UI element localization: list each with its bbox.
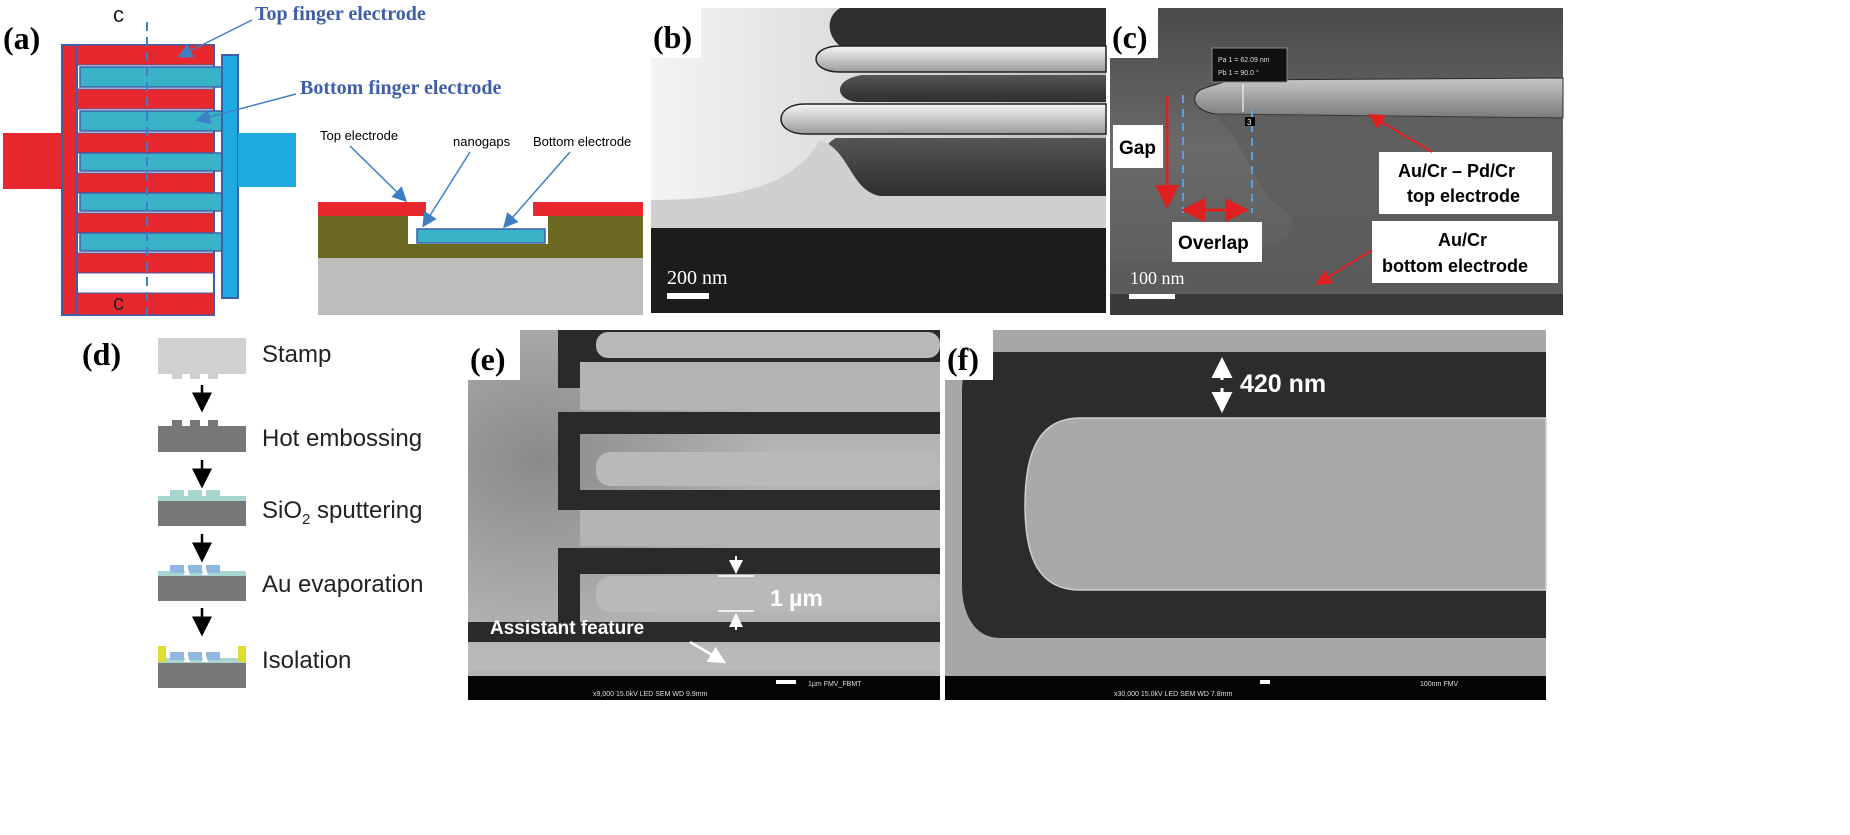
bottom-finger-label: Bottom finger electrode <box>300 77 502 99</box>
xs-nanogaps-label: nanogaps <box>453 134 511 149</box>
step-icon-evaporation <box>158 565 246 601</box>
top-finger-arrow <box>177 19 253 58</box>
panel-e-dimension: 1 µm <box>770 585 823 611</box>
panel-d-label: (d) <box>82 336 121 372</box>
step-label-sputtering: SiO2 sputtering <box>262 497 422 528</box>
panel-c: Pa 1 = 62.09 nm Pb 1 = 90.0 ° 3 Gap Over… <box>1110 8 1564 315</box>
panel-d: (d) <box>82 336 423 688</box>
panel-c-scale-bar <box>1129 294 1175 299</box>
meas-marker: 3 <box>1247 118 1252 127</box>
bottom-electrode-label-1: Au/Cr <box>1438 230 1487 250</box>
finger-end <box>1024 417 1547 591</box>
overlap-label: Overlap <box>1178 233 1249 254</box>
meas-line-1: Pa 1 = 62.09 nm <box>1218 57 1270 64</box>
xs-bottom-electrode-label: Bottom electrode <box>533 134 631 149</box>
panel-f-info-left: x30,000 15.0kV LED SEM WD 7.8mm <box>1114 691 1232 698</box>
panel-b: (b) 200 nm <box>651 8 1107 313</box>
cut-label-bottom: c <box>113 290 124 315</box>
panel-e-info-left: x9,000 15.0kV LED SEM WD 9.9mm <box>593 691 708 698</box>
panel-a: c c (a) Top finger electrode Bottom fing… <box>3 2 643 318</box>
gap-label: Gap <box>1119 138 1156 159</box>
cross-section: Top electrode nanogaps Bottom electrode <box>318 128 643 315</box>
step-icon-isolation <box>158 646 246 688</box>
step-icon-embossing <box>158 420 246 452</box>
panel-b-label: (b) <box>653 19 692 55</box>
panel-b-scale-bar <box>667 293 709 299</box>
cut-label-top: c <box>113 2 124 27</box>
panel-f-label: (f) <box>947 341 979 377</box>
top-fingers <box>76 44 215 316</box>
panel-f-dimension: 420 nm <box>1240 370 1326 398</box>
finger-lower <box>780 103 1107 135</box>
top-electrode-label-1: Au/Cr – Pd/Cr <box>1398 161 1515 181</box>
step-label-embossing: Hot embossing <box>262 425 422 452</box>
panel-e: 1µm FMV_FBMT x9,000 15.0kV LED SEM WD 9.… <box>468 330 940 700</box>
step-icon-stamp <box>158 338 246 379</box>
step-label-stamp: Stamp <box>262 341 331 368</box>
bottom-electrode-bus <box>221 54 239 299</box>
finger-upper <box>815 45 1107 73</box>
panel-e-label: (e) <box>470 341 506 377</box>
panel-f-info-right: 100nm FMV <box>1420 681 1458 688</box>
panel-c-label: (c) <box>1112 19 1148 55</box>
panel-c-scale-label: 100 nm <box>1130 268 1185 288</box>
bottom-electrode-pad <box>238 133 296 187</box>
meas-line-2: Pb 1 = 90.0 ° <box>1218 69 1259 77</box>
step-label-isolation: Isolation <box>262 647 351 674</box>
bottom-finger-arrow <box>195 93 297 125</box>
panel-e-info-right: 1µm FMV_FBMT <box>808 681 862 688</box>
xs-top-electrode-label: Top electrode <box>320 128 398 143</box>
bottom-electrode-label-2: bottom electrode <box>1382 256 1528 276</box>
top-electrode-label-2: top electrode <box>1407 186 1520 206</box>
top-finger-label: Top finger electrode <box>255 3 426 25</box>
step-label-evaporation: Au evaporation <box>262 571 423 598</box>
step-icon-sputtering <box>158 490 246 526</box>
top-electrode-pad <box>3 133 65 189</box>
top-electrode-bus <box>61 44 78 316</box>
assistant-feature-label: Assistant feature <box>490 618 644 639</box>
panel-b-scale-label: 200 nm <box>667 267 728 289</box>
panel-f: 100nm FMV x30,000 15.0kV LED SEM WD 7.8m… <box>945 330 1547 700</box>
panel-a-label: (a) <box>3 20 40 56</box>
